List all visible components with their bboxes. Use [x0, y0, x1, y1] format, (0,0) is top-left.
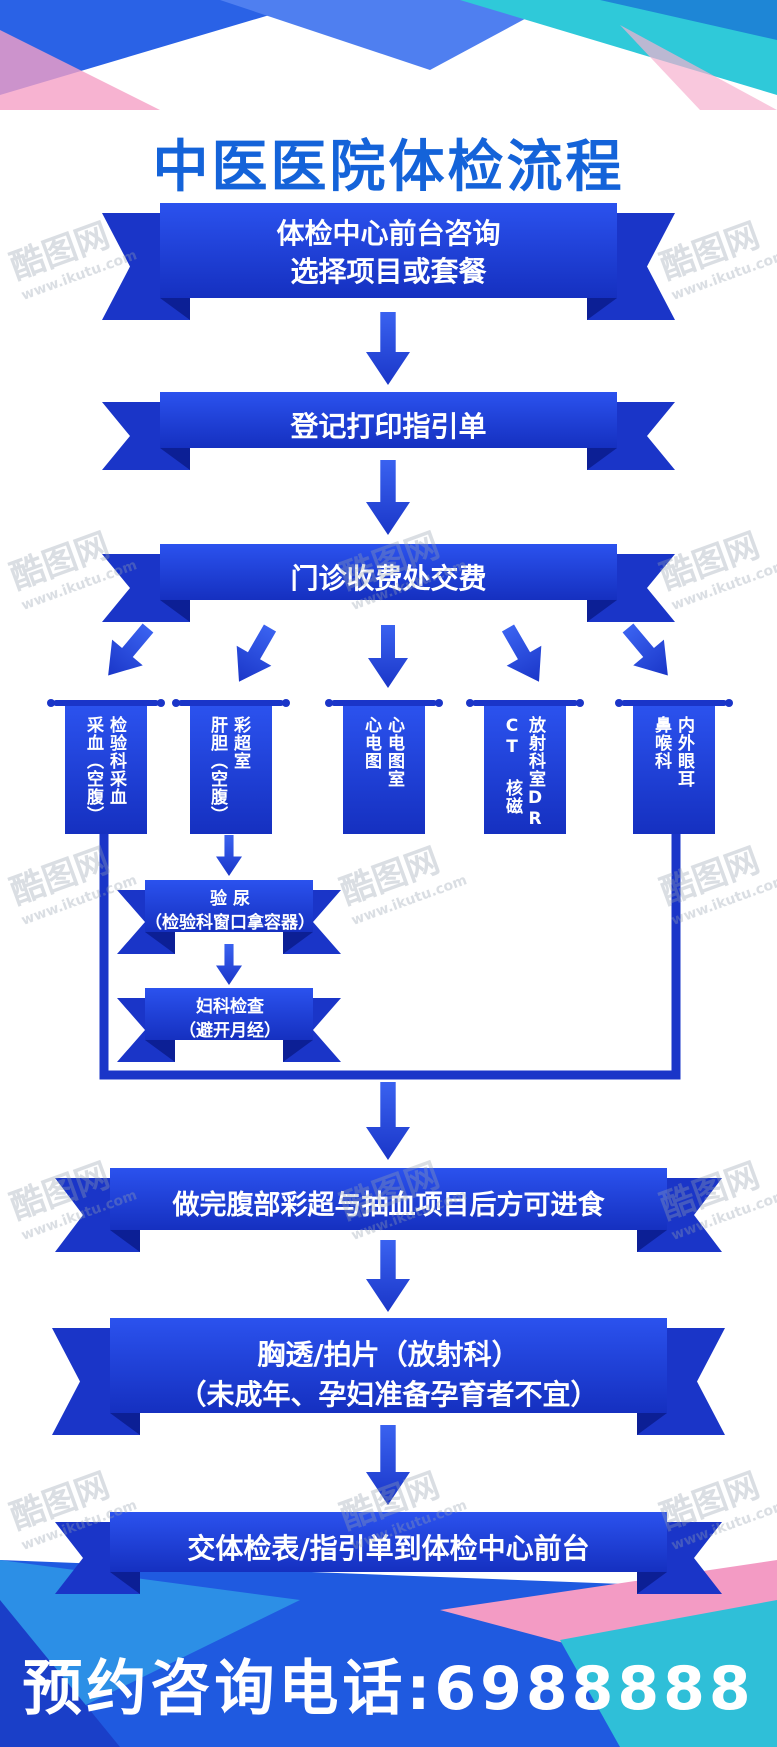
dept-lab-col1: 检验科采血 — [106, 716, 125, 806]
dept-ent-col1: 内外眼耳 — [674, 716, 693, 788]
arrow-dept-5 — [613, 615, 683, 688]
arrow-dept-5-shape — [613, 615, 683, 688]
step-consult-line1: 体检中心前台咨询 — [160, 215, 617, 253]
dept-ecg-col1: 心电图室 — [384, 716, 403, 788]
flag-rod-end-left-4 — [466, 699, 474, 707]
arrow-1 — [366, 312, 410, 385]
arrow-dept-2-shape — [222, 618, 288, 692]
step-gyn-line2: （避开月经） — [140, 1019, 320, 1043]
dept-ultrasound-col1: 彩超室 — [230, 716, 249, 770]
arrow-dept-4 — [491, 618, 557, 692]
phone-line: 预约咨询电话:6988888 — [0, 1640, 777, 1727]
flag-rod-1 — [53, 700, 159, 706]
step-consult-line2: 选择项目或套餐 — [160, 253, 617, 291]
flag-rod-5 — [621, 700, 727, 706]
arrow-2 — [366, 460, 410, 535]
arrow-3-shape — [366, 1082, 410, 1160]
arrow-1-shape — [366, 312, 410, 385]
arrow-gyn-shape — [216, 944, 242, 985]
flag-rod-end-right-4 — [576, 699, 584, 707]
dept-ent-col2: 鼻喉科 — [651, 716, 670, 770]
flag-rod-3 — [331, 700, 437, 706]
arrow-4-shape — [366, 1240, 410, 1312]
flag-rod-end-left-1 — [47, 699, 55, 707]
flag-rod-end-left-2 — [172, 699, 180, 707]
arrow-dept-3-shape — [368, 625, 408, 688]
step-consult: 体检中心前台咨询 选择项目或套餐 — [160, 215, 617, 291]
arrow-gyn — [216, 944, 242, 985]
dept-lab-col2: 采血（空腹） — [83, 716, 102, 824]
step-xray: 胸透/拍片（放射科） （未成年、孕妇准备孕育者不宜） — [110, 1335, 667, 1415]
arrow-2-shape — [366, 460, 410, 535]
arrow-4 — [366, 1240, 410, 1312]
step-xray-line1: 胸透/拍片（放射科） — [110, 1335, 667, 1375]
step-urine: 验 尿 （检验科窗口拿容器） — [140, 887, 320, 935]
dept-ecg-col2: 心电图 — [361, 716, 380, 770]
arrow-urine-shape — [216, 835, 242, 876]
flag-rod-2 — [178, 700, 284, 706]
flag-rod-end-left-5 — [615, 699, 623, 707]
flag-rod-end-right-2 — [282, 699, 290, 707]
arrow-dept-1-shape — [93, 615, 163, 688]
flag-rod-end-right-1 — [157, 699, 165, 707]
step-gyn: 妇科检查 （避开月经） — [140, 995, 320, 1043]
arrow-3 — [366, 1082, 410, 1160]
arrow-dept-4-shape — [491, 618, 557, 692]
flag-rod-end-left-3 — [325, 699, 333, 707]
step-register: 登记打印指引单 — [160, 405, 617, 445]
flag-rod-end-right-3 — [435, 699, 443, 707]
step-gyn-line1: 妇科检查 — [140, 995, 320, 1019]
dept-radiology-col1: 放射科室DR — [525, 716, 544, 830]
flag-rod-4 — [472, 700, 578, 706]
arrow-dept-1 — [93, 615, 163, 688]
flag-rod-end-right-5 — [725, 699, 733, 707]
arrow-urine — [216, 835, 242, 876]
page-title: 中医医院体检流程 — [0, 122, 777, 203]
step-urine-line1: 验 尿 — [140, 887, 320, 911]
dept-radiology-col2: CT 核磁 — [502, 716, 521, 815]
step-xray-line2: （未成年、孕妇准备孕育者不宜） — [110, 1375, 667, 1415]
arrow-dept-3 — [368, 625, 408, 688]
arrow-dept-2 — [222, 618, 288, 692]
step-urine-line2: （检验科窗口拿容器） — [140, 911, 320, 935]
dept-ultrasound-col2: 肝胆（空腹） — [207, 716, 226, 824]
